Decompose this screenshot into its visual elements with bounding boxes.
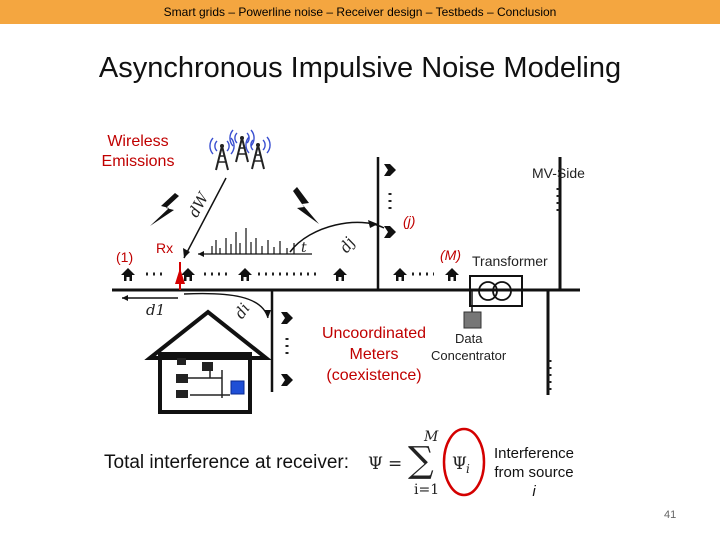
- home-with-appliances-icon: [144, 309, 272, 414]
- transformer-coil-icon: [492, 281, 512, 301]
- house-icon: [238, 268, 252, 281]
- transformer-coil-icon: [478, 281, 498, 301]
- house-icon: [333, 268, 347, 281]
- meter-arrow-icon: [281, 374, 293, 386]
- node-1-label: (1): [116, 249, 134, 265]
- data-label: Data: [455, 331, 483, 346]
- node-m-label: (M): [440, 247, 461, 263]
- uncoordinated-meters-label: Uncoordinated Meters (coexistence): [321, 325, 427, 384]
- d1-arrow-head: [122, 295, 128, 301]
- equation-psi: Ψ: [368, 454, 383, 474]
- sum-symbol: ∑: [408, 440, 434, 481]
- equation-term: Ψ: [452, 454, 467, 474]
- meter-arrow-icon: [384, 164, 396, 176]
- sum-lower-limit: i=1: [414, 482, 440, 498]
- time-axis-label: t: [301, 240, 307, 256]
- d1-label: d1: [146, 301, 166, 319]
- radio-tower-icon: [244, 136, 272, 170]
- transformer-label: Transformer: [472, 253, 548, 269]
- meter-arrow-icon: [281, 312, 293, 324]
- sum-upper-limit: M: [424, 429, 439, 445]
- breadcrumb: Smart grids – Powerline noise – Receiver…: [163, 5, 557, 19]
- mv-side-label: MV-Side: [532, 165, 585, 181]
- rx-label: Rx: [156, 240, 174, 256]
- interference-annotation: Interference from source i: [493, 445, 575, 500]
- data-concentrator-icon: [463, 311, 482, 329]
- dj-arrow-head: [368, 220, 378, 228]
- highlight-ellipse: [442, 427, 486, 497]
- equation-prefix: Total interference at receiver:: [104, 452, 350, 473]
- house-node-1-icon: [121, 268, 135, 281]
- page-number: 41: [664, 509, 677, 521]
- node-j-label: (j): [403, 213, 416, 229]
- smart-meter-icon: [230, 380, 245, 395]
- dw-arrow: [183, 177, 227, 259]
- concentrator-label: Concentrator: [431, 348, 507, 363]
- house-icon: [393, 268, 407, 281]
- di-arrow-head: [264, 310, 271, 318]
- transformer-box-icon: [469, 275, 523, 307]
- di-arc: [183, 292, 269, 319]
- lightning-right-icon: [293, 187, 319, 224]
- lightning-left-icon: [150, 193, 179, 226]
- time-axis-arrow: [198, 251, 204, 257]
- slide-title: Asynchronous Impulsive Noise Modeling: [98, 52, 622, 84]
- house-node-m-icon: [445, 268, 459, 281]
- equation-equals: =: [388, 454, 403, 474]
- header-bar: [0, 0, 720, 24]
- dw-arrow-head: [183, 248, 190, 258]
- wireless-emissions-label: Wireless Emissions: [101, 133, 175, 170]
- equation-term-subscript: i: [466, 462, 470, 476]
- impulse-series: [211, 228, 295, 254]
- meter-arrow-icon: [384, 226, 396, 238]
